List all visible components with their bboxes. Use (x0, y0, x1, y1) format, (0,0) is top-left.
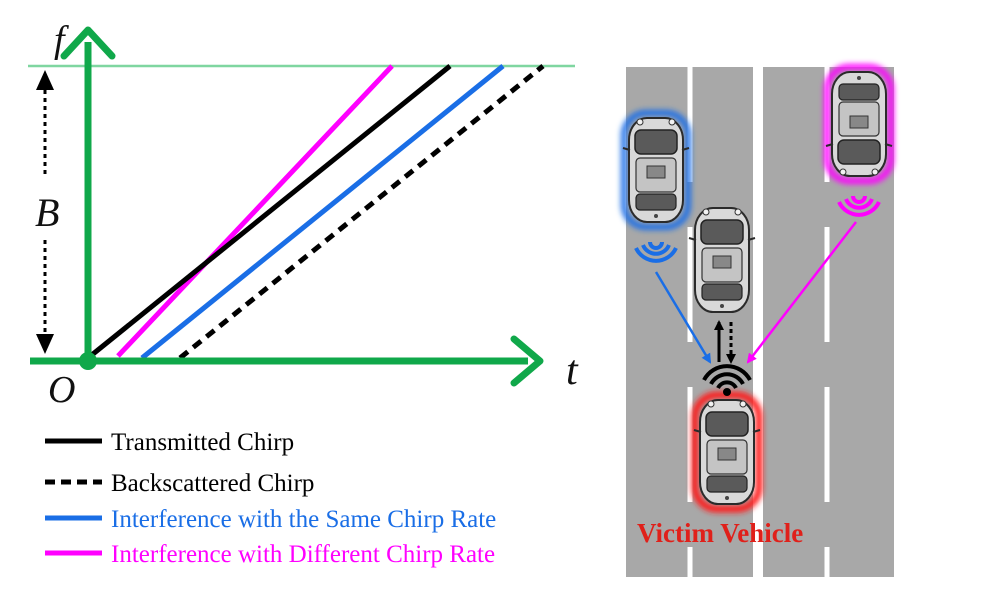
different-rate-interference-arrow (746, 221, 857, 364)
different-rate-chirp-line (116, 64, 394, 358)
y-axis-arrowhead (60, 26, 116, 60)
radar-wave-icon (837, 195, 881, 217)
transmitted-chirp-line (86, 64, 452, 360)
x-axis-label: t (566, 348, 579, 394)
bandwidth-arrow-down (36, 334, 54, 354)
road-scene: Victim Vehicle (621, 64, 894, 577)
x-axis-arrowhead (510, 335, 544, 387)
legend-label-transmitted: Transmitted Chirp (111, 429, 294, 456)
origin-label: O (48, 369, 75, 411)
bandwidth-arrow-up (36, 70, 54, 90)
car-icon (691, 391, 763, 513)
radar-wave-icon (702, 364, 752, 396)
victim-vehicle-label: Victim Vehicle (637, 518, 803, 548)
legend: Transmitted Chirp Backscattered Chirp In… (45, 429, 496, 568)
same-rate-interference-arrow (654, 271, 712, 364)
radar-wave-icon (634, 241, 678, 263)
legend-label-backscattered: Backscattered Chirp (111, 470, 314, 497)
legend-label-same-rate: Interference with the Same Chirp Rate (111, 506, 496, 533)
car-icon (621, 110, 691, 230)
origin-dot (79, 352, 97, 370)
road-center-line (753, 67, 763, 577)
car-icon (688, 207, 756, 313)
car-icon (824, 64, 894, 184)
backscattered-chirp-line (178, 64, 545, 360)
same-rate-chirp-line (140, 64, 505, 360)
legend-label-different-rate: Interference with Different Chirp Rate (111, 541, 495, 568)
chirp-plot: f t O B (28, 19, 579, 411)
bandwidth-label: B (35, 190, 59, 235)
